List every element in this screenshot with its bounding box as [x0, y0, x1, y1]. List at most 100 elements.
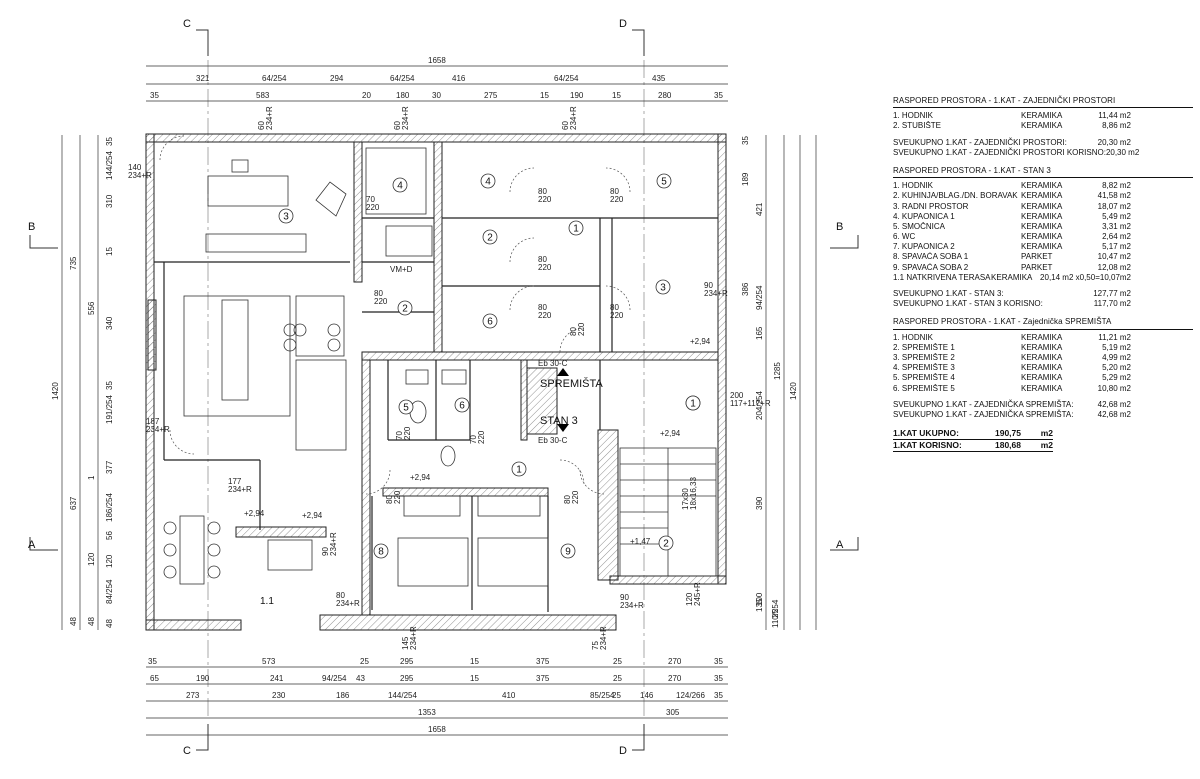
room-number-circle	[454, 397, 470, 413]
section-b-left: B	[28, 221, 35, 233]
dim-bottom-row3: 146	[640, 691, 654, 700]
dim-left-inner: 35	[105, 381, 114, 390]
dim-right-overall: 1420	[789, 382, 798, 400]
table-stan3: RASPORED PROSTORA - 1.KAT - STAN 3 1. HO…	[893, 166, 1193, 309]
door-tag: 80220	[569, 322, 586, 336]
dim-left-inner: 120	[105, 554, 114, 568]
interior-walls	[154, 217, 718, 612]
section-markers	[29, 29, 859, 751]
window-tag: 60234+R	[257, 106, 274, 130]
dim-left-inner: 377	[105, 460, 114, 474]
table-cell: 3. RADNI PROSTOR	[893, 201, 969, 211]
window-tag: 75234+R	[591, 626, 608, 650]
table-title: RASPORED PROSTORA - 1.KAT - STAN 3	[893, 166, 1193, 179]
dim-bottom-row2: 295	[400, 674, 414, 683]
room-number-circle	[560, 543, 576, 559]
dim-left-mid: 120	[87, 552, 96, 566]
room-schedule: RASPORED PROSTORA - 1.KAT - ZAJEDNIČKI P…	[893, 96, 1193, 453]
room-number: 6	[459, 401, 465, 412]
room-number: 5	[403, 403, 409, 414]
table-cell: 1.KAT UKUPNO:	[893, 428, 959, 439]
dim-top-row3: 35	[150, 91, 159, 100]
dim-bottom-row1: 15	[470, 657, 479, 666]
summary-value: 127,77 m2	[1093, 289, 1131, 299]
table-cell: 2,64 m2	[1102, 232, 1131, 242]
door-swings	[159, 135, 631, 495]
dim-top-row3: 35	[714, 91, 723, 100]
dim-bottom-row3: 35	[714, 691, 723, 700]
dim-bottom-row1: 573	[262, 657, 276, 666]
table-cell: 5. SPREMIŠTE 4	[893, 373, 955, 383]
table-cell: 10,47 m2	[1097, 252, 1131, 262]
room-number: 1.1	[260, 596, 274, 607]
dim-left-outer: 637	[69, 496, 78, 510]
table-cell: KERAMIKA	[1021, 242, 1063, 252]
summary-label: SVEUKUPNO 1.KAT - STAN 3 KORISNO:	[893, 299, 1043, 309]
spremista-label: SPREMIŠTA	[540, 377, 603, 390]
room-number-circle	[656, 173, 672, 189]
dim-top-row2: 416	[452, 74, 466, 83]
table-cell: 6. SPREMIŠTE 5	[893, 383, 955, 393]
dim-right-outer: 94/254	[755, 285, 764, 310]
summary-value: 117,70 m2	[1093, 299, 1131, 309]
window-tag: 90234+R	[321, 532, 338, 556]
table-cell: KERAMIKA	[1021, 363, 1063, 373]
dim-top-row3: 180	[396, 91, 410, 100]
table-cell: 2. SPREMIŠTE 1	[893, 342, 955, 352]
dim-left-mid: 556	[87, 301, 96, 315]
table-cell: 5,29 m2	[1102, 373, 1131, 383]
room-number-circle	[482, 229, 498, 245]
room-number-circle	[392, 177, 408, 193]
table-cell: 2. STUBIŠTE	[893, 121, 942, 131]
summary-value: 42,68 m2	[1097, 409, 1131, 419]
table-cell: 1.KAT KORISNO:	[893, 440, 961, 451]
level-4: +2,94	[244, 509, 265, 518]
dim-bottom-row2: 241	[270, 674, 284, 683]
section-d-top: D	[619, 18, 627, 30]
dim-bottom-row2: 25	[613, 674, 622, 683]
dim-bottom-row2: 43	[356, 674, 365, 683]
dim-top-row3: 275	[484, 91, 498, 100]
table-cell: KERAMIKA	[1021, 342, 1063, 352]
room-number: 4	[485, 177, 491, 188]
dim-left-inner: 35	[105, 137, 114, 146]
table-cell: 12,08 m2	[1097, 262, 1131, 272]
dim-top-row3: 280	[658, 91, 672, 100]
dim-right-outer: 100	[755, 592, 764, 606]
summary-row: SVEUKUPNO 1.KAT - ZAJEDNIČKI PROSTORI KO…	[893, 148, 1193, 158]
dim-bottom-row2: 94/254	[322, 674, 347, 683]
dim-overall-bottom: 1658	[428, 725, 446, 734]
summary-row: SVEUKUPNO 1.KAT - STAN 3:127,77 m2	[893, 289, 1193, 299]
dim-bottom-row1: 35	[148, 657, 157, 666]
table-cell: KERAMIKA	[1021, 383, 1063, 393]
room-number-circle	[685, 395, 701, 411]
table-cell: 8,82 m2	[1102, 181, 1131, 191]
table-cell: KERAMIKA	[1021, 332, 1063, 342]
table-cell: m2	[1040, 440, 1053, 451]
dim-overall-top: 1658	[428, 56, 446, 65]
room-number-circle	[511, 461, 527, 477]
level-2: +2,94	[660, 429, 681, 438]
arrow-down-icon	[557, 424, 569, 432]
table-cell: 3,31 m2	[1102, 221, 1131, 231]
table-cell: 1.1 NATKRIVENA TERASA	[893, 272, 991, 282]
dim-bottom-row2: 35	[714, 674, 723, 683]
dim-right-outer: 135	[755, 598, 764, 612]
table-common-areas: RASPORED PROSTORA - 1.KAT - ZAJEDNIČKI P…	[893, 96, 1193, 158]
table-cell: KERAMIKA	[1021, 221, 1063, 231]
dim-bottom-row2: 190	[196, 674, 210, 683]
el-label-1: Eb 30-C	[538, 359, 568, 368]
dim-left-inner: 144/254	[105, 151, 114, 180]
room-number-circle	[568, 220, 584, 236]
section-b-right: B	[836, 221, 843, 233]
summary-row: SVEUKUPNO 1.KAT - ZAJEDNIČKI PROSTORI:20…	[893, 138, 1193, 148]
